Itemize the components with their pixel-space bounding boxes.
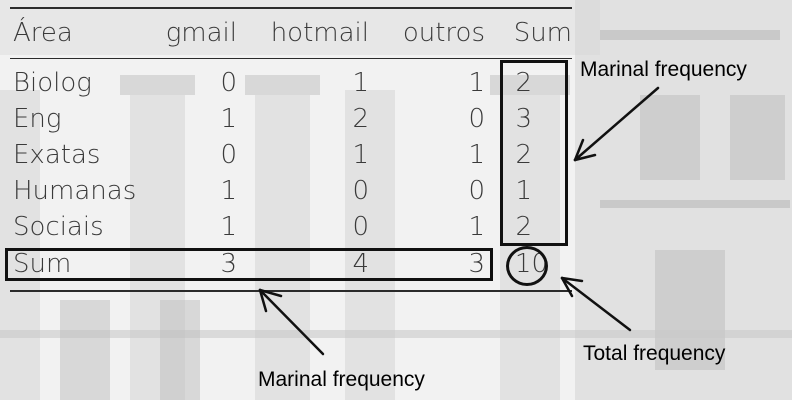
sum-row-label: Sum xyxy=(13,249,72,279)
table-cell: 1 xyxy=(352,68,369,98)
table-cell: 1 xyxy=(468,140,485,170)
table-cell: 0 xyxy=(352,176,369,206)
marginal-frequency-label-right: Marinal frequency xyxy=(580,58,747,81)
table-cell: 1 xyxy=(220,212,237,242)
row-label: Sociais xyxy=(13,212,104,242)
row-sum-cell: 2 xyxy=(515,212,532,242)
column-marginal-box xyxy=(5,248,493,281)
table-cell: 0 xyxy=(220,68,237,98)
table-cell: 0 xyxy=(468,104,485,134)
top-rule xyxy=(10,7,572,9)
table-cell: 0 xyxy=(220,140,237,170)
table-cell: 1 xyxy=(220,104,237,134)
column-sum-cell: 3 xyxy=(468,249,485,279)
marginal-frequency-label-bottom: Marinal frequency xyxy=(258,368,425,391)
row-sum-cell: 2 xyxy=(515,68,532,98)
total-circle xyxy=(506,246,548,286)
header-rule xyxy=(10,58,572,59)
row-sum-cell: 3 xyxy=(515,104,532,134)
row-marginal-box xyxy=(500,60,568,246)
row-label: Biolog xyxy=(13,68,92,98)
table-cell: 1 xyxy=(468,212,485,242)
row-sum-cell: 1 xyxy=(515,176,532,206)
row-label: Humanas xyxy=(13,176,137,206)
row-label: Eng xyxy=(13,104,62,134)
header-gmail: gmail xyxy=(165,18,237,48)
table-cell: 1 xyxy=(220,176,237,206)
bottom-rule xyxy=(10,290,572,292)
column-sum-cell: 4 xyxy=(352,249,369,279)
row-sum-cell: 2 xyxy=(515,140,532,170)
table-cell: 1 xyxy=(352,140,369,170)
column-sum-cell: 3 xyxy=(220,249,237,279)
table-cell: 0 xyxy=(468,176,485,206)
table-cell: 2 xyxy=(352,104,369,134)
header-area: Área xyxy=(13,18,73,48)
row-label: Exatas xyxy=(13,140,101,170)
total-frequency-label: Total frequency xyxy=(583,342,726,365)
table-cell: 1 xyxy=(468,68,485,98)
header-hotmail: hotmail xyxy=(270,18,369,48)
header-sum: Sum xyxy=(513,18,572,48)
table-cell: 0 xyxy=(352,212,369,242)
header-outros: outros xyxy=(402,18,485,48)
